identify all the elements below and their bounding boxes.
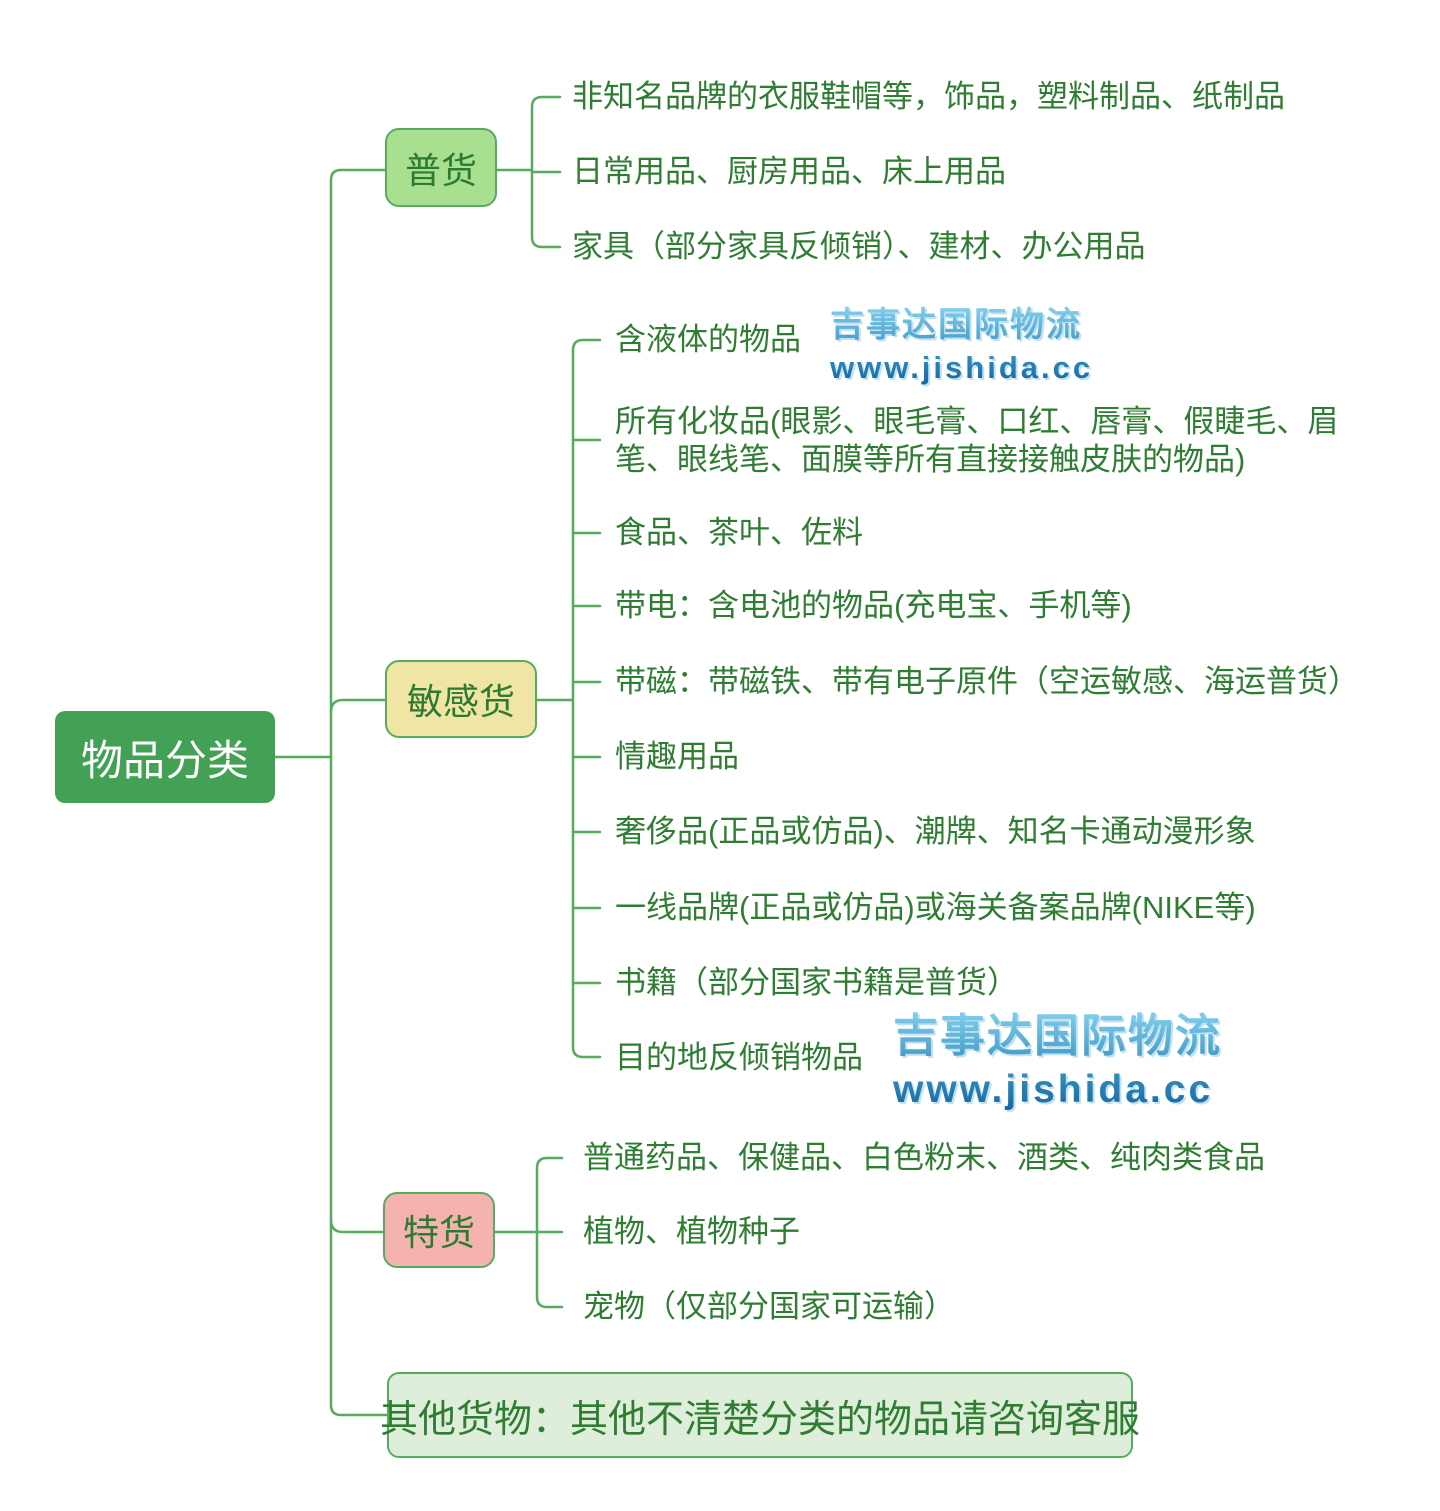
watermark: 吉事达国际物流 www.jishida.cc <box>830 306 1093 386</box>
sensitive-goods-node: 敏感货 <box>385 660 537 738</box>
watermark-url-text: www.jishida.cc <box>893 1067 1214 1111</box>
leaf-item: 食品、茶叶、佐料 <box>615 515 863 550</box>
leaf-item: 带磁：带磁铁、带有电子原件（空运敏感、海运普货） <box>615 664 1359 699</box>
leaf-item: 所有化妆品(眼影、眼毛膏、口红、唇膏、假睫毛、眉笔、眼线笔、面膜等所有直接接触皮… <box>615 404 1339 477</box>
leaf-item: 带电：含电池的物品(充电宝、手机等) <box>615 588 1132 623</box>
leaf-item: 非知名品牌的衣服鞋帽等，饰品，塑料制品、纸制品 <box>572 79 1285 114</box>
leaf-item: 含液体的物品 <box>615 322 801 357</box>
leaf-item: 普通药品、保健品、白色粉末、酒类、纯肉类食品 <box>583 1140 1265 1175</box>
leaf-item: 日常用品、厨房用品、床上用品 <box>572 154 1006 189</box>
watermark: 吉事达国际物流 www.jishida.cc <box>893 1010 1222 1113</box>
watermark-brand-text: 吉事达国际物流 <box>830 306 1082 344</box>
other-goods-node: 其他货物：其他不清楚分类的物品请咨询客服 <box>380 1372 1140 1458</box>
watermark-brand-text: 吉事达国际物流 <box>893 1010 1223 1061</box>
root-node: 物品分类 <box>55 711 275 803</box>
leaf-item: 一线品牌(正品或仿品)或海关备案品牌(NIKE等) <box>615 890 1256 925</box>
leaf-item: 情趣用品 <box>615 739 739 774</box>
leaf-item: 家具（部分家具反倾销）、建材、办公用品 <box>572 229 1146 264</box>
general-goods-node: 普货 <box>385 128 497 207</box>
leaf-item: 植物、植物种子 <box>583 1214 800 1249</box>
leaf-item: 目的地反倾销物品 <box>615 1040 863 1075</box>
leaf-item: 奢侈品(正品或仿品)、潮牌、知名卡通动漫形象 <box>615 814 1256 849</box>
special-goods-node: 特货 <box>383 1192 495 1268</box>
leaf-item: 书籍（部分国家书籍是普货） <box>615 965 1018 1000</box>
leaf-item: 宠物（仅部分国家可运输） <box>583 1289 955 1324</box>
watermark-url-text: www.jishida.cc <box>830 350 1094 386</box>
